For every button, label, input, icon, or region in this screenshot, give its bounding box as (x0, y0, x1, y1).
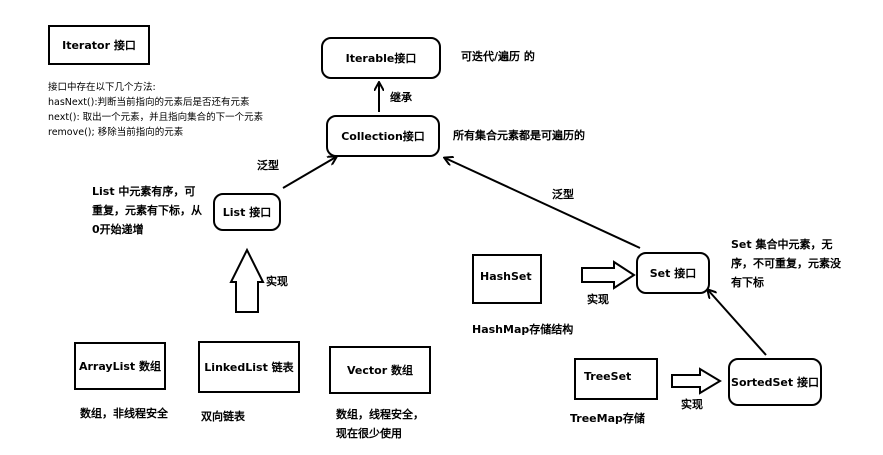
treeset-box: TreeSet (574, 358, 658, 400)
hashset-box: HashSet (472, 254, 542, 304)
arrow-sortedset-to-set (708, 290, 767, 356)
arrow-implement-treeset (671, 367, 722, 395)
vector-box: Vector 数组 (329, 346, 431, 394)
treeset-label: TreeSet (584, 370, 632, 383)
list-description-line: 0开始递增 (92, 223, 144, 236)
vector-description-line: 数组，线程安全， (336, 408, 424, 421)
list-description-line: 重复，元素有下标，从 (92, 204, 202, 217)
list-interface-label: List 接口 (222, 206, 272, 219)
arrow-implement-list (229, 247, 265, 313)
hashset-label: HashSet (480, 270, 532, 283)
collection-interface-box: Collection接口 (326, 115, 440, 157)
sortedset-interface-label: SortedSet 接口 (731, 376, 819, 389)
arraylist-box: ArrayList 数组 (74, 342, 166, 390)
iterable-interface-label: Iterable接口 (345, 52, 417, 65)
hashmap-storage-label: HashMap存储结构 (472, 323, 574, 336)
linkedlist-description: 双向链表 (201, 410, 245, 423)
implement-label-hashset: 实现 (587, 293, 609, 306)
linkedlist-label: LinkedList 链表 (204, 361, 294, 374)
treemap-storage-label: TreeMap存储 (570, 412, 645, 425)
iterator-note-line: 接口中存在以下几个方法: (48, 82, 156, 93)
list-interface-box: List 接口 (213, 193, 281, 231)
inherit-label: 继承 (390, 91, 412, 104)
list-description-line: List 中元素有序，可 (92, 185, 196, 198)
list-description: List 中元素有序，可 重复，元素有下标，从 0开始递增 (92, 182, 202, 239)
implement-label-list: 实现 (266, 275, 288, 288)
collection-description: 所有集合元素都是可遍历的 (453, 129, 585, 142)
vector-description: 数组，线程安全， 现在很少使用 (336, 405, 424, 443)
sortedset-interface-box: SortedSet 接口 (728, 358, 822, 406)
iterator-note-line: next(): 取出一个元素，并且指向集合的下一个元素 (48, 112, 264, 123)
iterator-interface-box: Iterator 接口 (48, 25, 150, 65)
iterable-description: 可迭代/遍历 的 (461, 50, 535, 63)
vector-description-line: 现在很少使用 (336, 427, 402, 440)
iterator-note-line: remove(); 移除当前指向的元素 (48, 127, 184, 138)
set-description-line: 序，不可重复，元素没 (731, 257, 841, 270)
arraylist-label: ArrayList 数组 (78, 360, 162, 373)
iterator-note-line: hasNext():判断当前指向的元素后是否还有元素 (48, 97, 250, 108)
vector-label: Vector 数组 (347, 364, 413, 377)
iterator-interface-label: Iterator 接口 (62, 39, 136, 52)
set-description-line: 有下标 (731, 276, 764, 289)
set-description: Set 集合中元素，无 序，不可重复，元素没 有下标 (731, 235, 841, 292)
set-interface-box: Set 接口 (636, 252, 710, 294)
generic-label-right: 泛型 (552, 188, 574, 201)
arrow-list-to-collection (282, 157, 336, 189)
arrow-implement-hashset (581, 260, 636, 290)
iterator-method-notes: 接口中存在以下几个方法: hasNext():判断当前指向的元素后是否还有元素 … (48, 80, 263, 140)
iterable-interface-box: Iterable接口 (321, 37, 441, 79)
implement-label-treeset: 实现 (681, 398, 703, 411)
arrow-set-to-collection (445, 158, 641, 249)
collection-interface-label: Collection接口 (341, 130, 425, 143)
set-description-line: Set 集合中元素，无 (731, 238, 833, 251)
arraylist-description: 数组，非线程安全 (80, 407, 168, 420)
generic-label-left: 泛型 (257, 159, 279, 172)
set-interface-label: Set 接口 (649, 267, 697, 280)
linkedlist-box: LinkedList 链表 (198, 341, 300, 393)
